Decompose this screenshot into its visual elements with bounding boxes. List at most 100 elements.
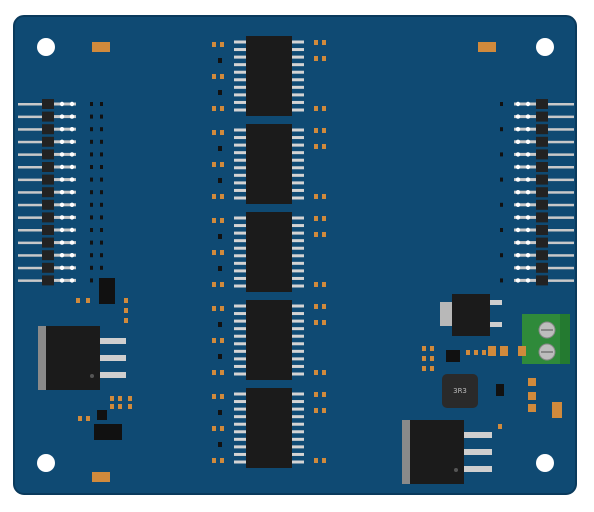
smd-tan-r2 xyxy=(500,346,508,356)
ic-pin-left xyxy=(234,372,246,376)
left-header-lead xyxy=(54,241,76,245)
ic-cap-right xyxy=(314,144,318,149)
right-header-housing xyxy=(536,262,548,273)
left-resistor xyxy=(90,215,93,220)
left-header-pin xyxy=(18,103,44,106)
right-header-pin xyxy=(548,178,574,182)
ic-cap-left xyxy=(212,130,216,135)
central-ic-column xyxy=(212,36,326,468)
ic-pin-left xyxy=(234,48,246,52)
right-resistor xyxy=(500,202,503,207)
tiny-capacitor xyxy=(430,356,434,361)
ic-cap-right xyxy=(322,216,326,221)
left-header-housing xyxy=(42,162,54,172)
ic-cap-left xyxy=(220,394,224,399)
right-header-pad xyxy=(525,139,531,144)
left-header-pin xyxy=(18,115,44,119)
left-header-pad xyxy=(59,253,65,258)
ic-cap-right xyxy=(314,106,318,111)
right-header-housing xyxy=(536,187,548,198)
ic-cap-left xyxy=(212,162,216,167)
left-resistor xyxy=(100,127,103,132)
ic-chip-2 xyxy=(246,124,292,204)
right-header-lead xyxy=(514,215,536,219)
left-header-pad xyxy=(69,152,75,157)
ic-pin-right xyxy=(292,181,304,185)
mounting-hole-bottom-right xyxy=(536,454,554,472)
left-resistor xyxy=(100,102,103,106)
left-resistor xyxy=(90,202,93,207)
left-header-pad xyxy=(69,101,75,107)
ic-cap-right xyxy=(322,408,326,413)
ic-pin-right xyxy=(292,224,304,228)
right-header-pad xyxy=(525,215,531,220)
smd-tan-r4 xyxy=(528,378,536,386)
left-header-housing xyxy=(42,111,54,122)
left-header-pad xyxy=(69,202,75,207)
tiny-capacitor xyxy=(76,298,80,303)
ic-cap-left xyxy=(220,426,224,431)
ic-pin-left xyxy=(234,196,246,200)
screw-terminal-block xyxy=(522,314,570,364)
ic-cap-left xyxy=(220,162,224,167)
left-header-lead xyxy=(54,165,76,169)
ic-pin-right xyxy=(292,445,304,449)
ic-pin-right xyxy=(292,48,304,52)
ic-pin-right xyxy=(292,284,304,288)
ic-cap-right xyxy=(322,458,326,463)
left-header-pin xyxy=(18,266,44,270)
ic-pin-right xyxy=(292,304,304,308)
left-header-pad xyxy=(69,127,75,132)
ic-pin-left xyxy=(234,407,246,411)
ic-res-left xyxy=(218,146,222,151)
left-resistor xyxy=(90,177,93,182)
ic-cap-right xyxy=(314,304,318,309)
ic-cap-right xyxy=(322,144,326,149)
left-resistor xyxy=(90,127,93,132)
right-header-pad xyxy=(515,152,521,157)
left-resistor xyxy=(100,165,103,169)
left-resistor xyxy=(90,190,93,195)
right-header-pad xyxy=(525,227,531,233)
tiny-capacitor xyxy=(466,350,470,355)
ic-pin-left xyxy=(234,284,246,288)
left-header-pin xyxy=(18,153,44,156)
ic-pin-right xyxy=(292,261,304,265)
right-header-pad xyxy=(515,164,521,170)
ic-cap-right xyxy=(314,370,318,375)
right-header-pad xyxy=(515,190,521,195)
ic-cap-left xyxy=(212,338,216,343)
ic-pin-left xyxy=(234,181,246,185)
left-header-housing xyxy=(42,199,54,210)
right-header-housing xyxy=(536,212,548,223)
ic-pin-left xyxy=(234,357,246,361)
tiny-capacitor xyxy=(482,350,486,355)
left-header-pad xyxy=(59,101,65,107)
ic-pin-left xyxy=(234,246,246,250)
ic-pin-left xyxy=(234,400,246,404)
ic-cap-left xyxy=(212,194,216,199)
ic-pin-left xyxy=(234,93,246,97)
ic-cap-right xyxy=(322,128,326,133)
left-header-pin xyxy=(18,191,44,194)
right-header-pin xyxy=(548,279,574,282)
ic-pin-right xyxy=(292,254,304,258)
right-header-pin xyxy=(548,115,574,119)
ic-pin-right xyxy=(292,319,304,323)
ic-res-left xyxy=(218,442,222,447)
ic-res-left xyxy=(218,234,222,239)
right-header-pad xyxy=(515,253,521,258)
left-header-pad xyxy=(59,227,65,233)
left-header-lead xyxy=(54,253,76,257)
right-header-lead xyxy=(514,278,536,282)
right-header-pad xyxy=(525,240,531,245)
left-header-pad xyxy=(69,265,75,270)
left-header-pad xyxy=(59,190,65,195)
ic-pin-left xyxy=(234,108,246,112)
ic-cap-left xyxy=(220,218,224,223)
ic-pin-right xyxy=(292,415,304,419)
smd-tan-r1 xyxy=(488,346,496,356)
passive-components xyxy=(76,298,502,429)
left-header-pad xyxy=(59,127,65,132)
